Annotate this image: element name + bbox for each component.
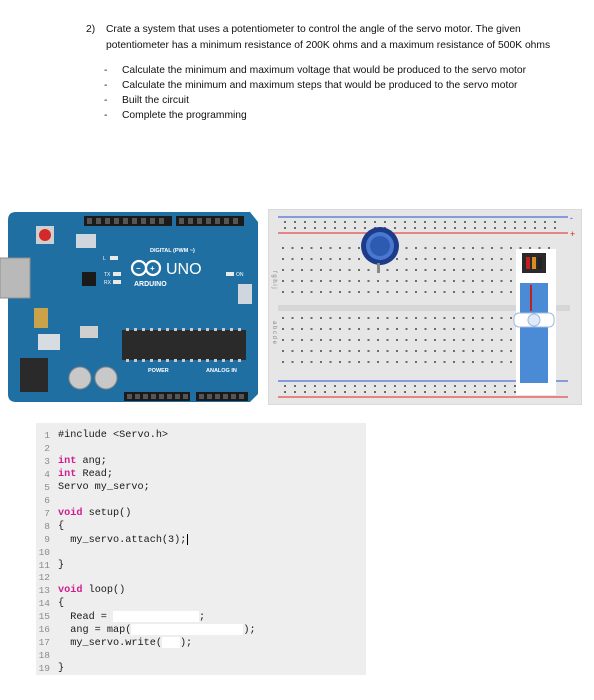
code-line: Read = ; bbox=[58, 611, 206, 624]
potentiometer-icon bbox=[361, 227, 399, 273]
subtask-item: -Calculate the minimum and maximum volta… bbox=[104, 65, 527, 76]
tx-label: TX bbox=[104, 272, 111, 278]
line-number: 6 bbox=[44, 494, 50, 506]
task-block: 2) Crate a system that uses a potentiome… bbox=[86, 22, 556, 123]
row-letters-bottom: a b c d e bbox=[271, 321, 277, 345]
rx-label: RX bbox=[104, 280, 112, 286]
line-number: 7 bbox=[44, 507, 50, 519]
on-label: ON bbox=[236, 272, 244, 278]
line-number: 9 bbox=[44, 533, 50, 545]
servo-motor-icon bbox=[513, 249, 556, 395]
l-label: L bbox=[103, 256, 106, 262]
line-number: 3 bbox=[44, 455, 50, 467]
line-number: 11 bbox=[38, 559, 50, 571]
line-number: 17 bbox=[38, 637, 50, 649]
code-line: my_servo.write(); bbox=[58, 637, 193, 650]
line-number: 1 bbox=[44, 430, 50, 441]
arduino-logo-icon bbox=[130, 259, 162, 277]
keyword: void bbox=[58, 507, 83, 519]
minus-label: - bbox=[570, 213, 573, 223]
text-cursor bbox=[187, 533, 189, 545]
line-number: 14 bbox=[38, 598, 50, 610]
answer-blank-input[interactable] bbox=[131, 624, 244, 636]
subtask-list: -Calculate the minimum and maximum volta… bbox=[86, 63, 556, 123]
answer-blank-input[interactable] bbox=[113, 611, 200, 623]
task-question: Crate a system that uses a potentiometer… bbox=[106, 24, 551, 51]
task-number: 2) bbox=[86, 24, 96, 35]
svg-text:−: − bbox=[136, 264, 141, 273]
keyword: void bbox=[58, 585, 83, 597]
code-line: { bbox=[58, 520, 65, 532]
code-line: ang = map(); bbox=[58, 624, 256, 637]
breadboard: - + f g h i j a b c d e bbox=[268, 209, 582, 405]
code-line: int Read; bbox=[58, 468, 114, 480]
code-line: void setup() bbox=[58, 507, 132, 519]
arduino-uno-board: DIGITAL (PWM ~) L TX RX − + UNO ARDUINO … bbox=[0, 212, 258, 402]
code-line: { bbox=[58, 598, 65, 610]
subtask-item: -Built the circuit bbox=[104, 95, 189, 106]
digital-label: DIGITAL (PWM ~) bbox=[150, 248, 195, 254]
code-line: } bbox=[58, 559, 65, 571]
line-number: 19 bbox=[38, 663, 50, 675]
code-line: void loop() bbox=[58, 585, 126, 597]
subtask-item: -Calculate the minimum and maximum steps… bbox=[104, 80, 518, 91]
arduino-name-label: ARDUINO bbox=[134, 281, 167, 288]
keyword: int bbox=[58, 468, 77, 480]
analog-label: ANALOG IN bbox=[206, 368, 237, 374]
code-line: #include <Servo.h> bbox=[58, 430, 169, 441]
line-number: 8 bbox=[44, 520, 50, 532]
code-line: int ang; bbox=[58, 455, 107, 467]
code-line: Servo my_servo; bbox=[58, 481, 150, 493]
line-number: 10 bbox=[38, 546, 50, 558]
line-number: 4 bbox=[44, 468, 50, 480]
uno-label: UNO bbox=[166, 261, 202, 278]
line-number: 5 bbox=[44, 481, 50, 493]
line-number: 18 bbox=[38, 650, 50, 662]
keyword: int bbox=[58, 455, 77, 467]
answer-blank-input[interactable] bbox=[161, 637, 180, 649]
line-number: 13 bbox=[38, 585, 50, 597]
row-letters-top: f g h i j bbox=[271, 271, 277, 289]
code-line: my_servo.attach(3); bbox=[58, 533, 189, 546]
code-line: } bbox=[58, 663, 65, 675]
line-number: 12 bbox=[38, 572, 50, 584]
svg-text:+: + bbox=[150, 264, 155, 273]
power-label: POWER bbox=[148, 368, 169, 374]
line-number: 15 bbox=[38, 611, 50, 623]
plus-label: + bbox=[570, 229, 575, 239]
line-number: 2 bbox=[44, 442, 50, 454]
subtask-item: -Complete the programming bbox=[104, 110, 247, 121]
line-number: 16 bbox=[38, 624, 50, 636]
